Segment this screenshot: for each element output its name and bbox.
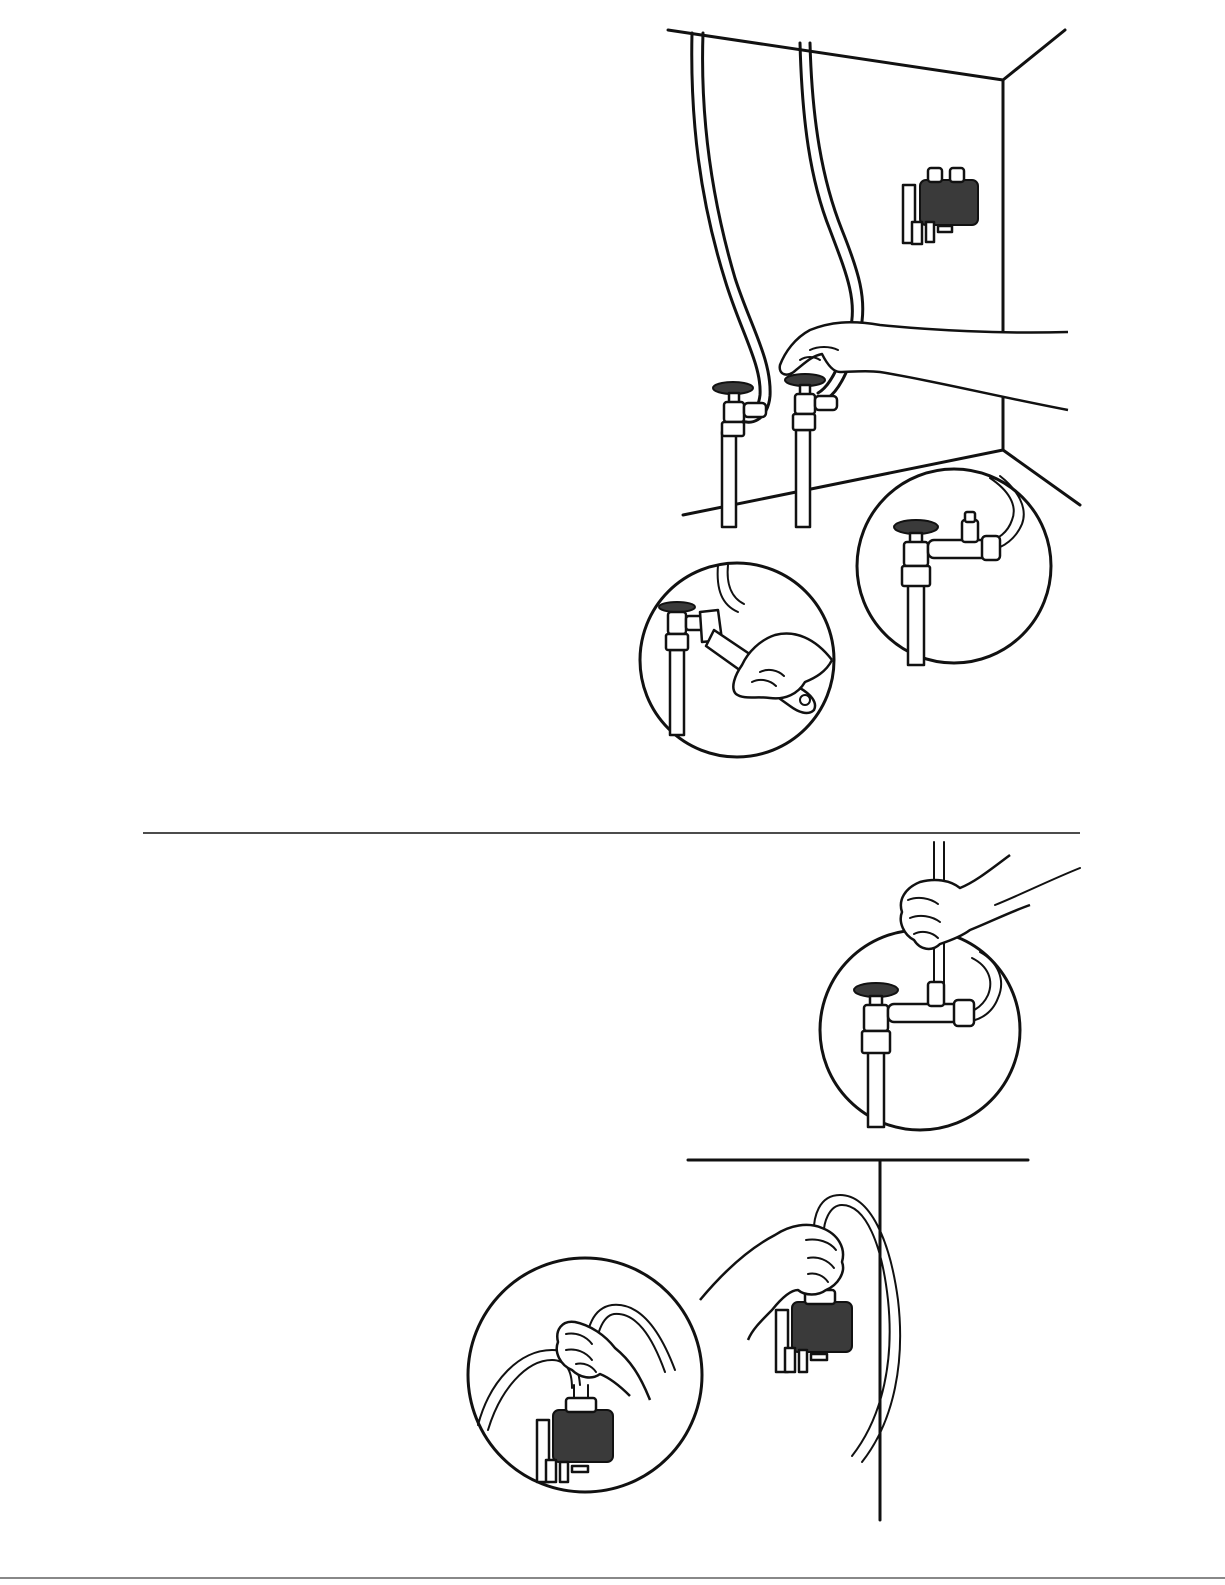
figure-tubing-to-water-valve xyxy=(688,1160,1028,1520)
water-valve-unit-icon xyxy=(537,1398,613,1482)
figure-shutoff-valves xyxy=(668,30,1080,527)
tee-fitting-icon xyxy=(928,512,1000,560)
shutoff-valve-icon xyxy=(659,602,706,650)
water-valve-unit-icon xyxy=(776,1290,852,1372)
hand-icon xyxy=(733,634,832,699)
hand-icon xyxy=(901,855,1080,949)
figure-valve-tee-inset xyxy=(857,469,1051,665)
hand-icon xyxy=(557,1322,650,1400)
water-supply-pipes xyxy=(692,33,863,527)
figure-wrench-inset xyxy=(640,563,834,757)
tee-fitting-icon xyxy=(888,982,974,1026)
shutoff-valve-icon xyxy=(713,382,766,436)
figure-tubing-to-valve xyxy=(820,842,1080,1130)
figure-water-valve-inset xyxy=(468,1258,702,1492)
water-valve-unit-icon xyxy=(903,168,978,244)
